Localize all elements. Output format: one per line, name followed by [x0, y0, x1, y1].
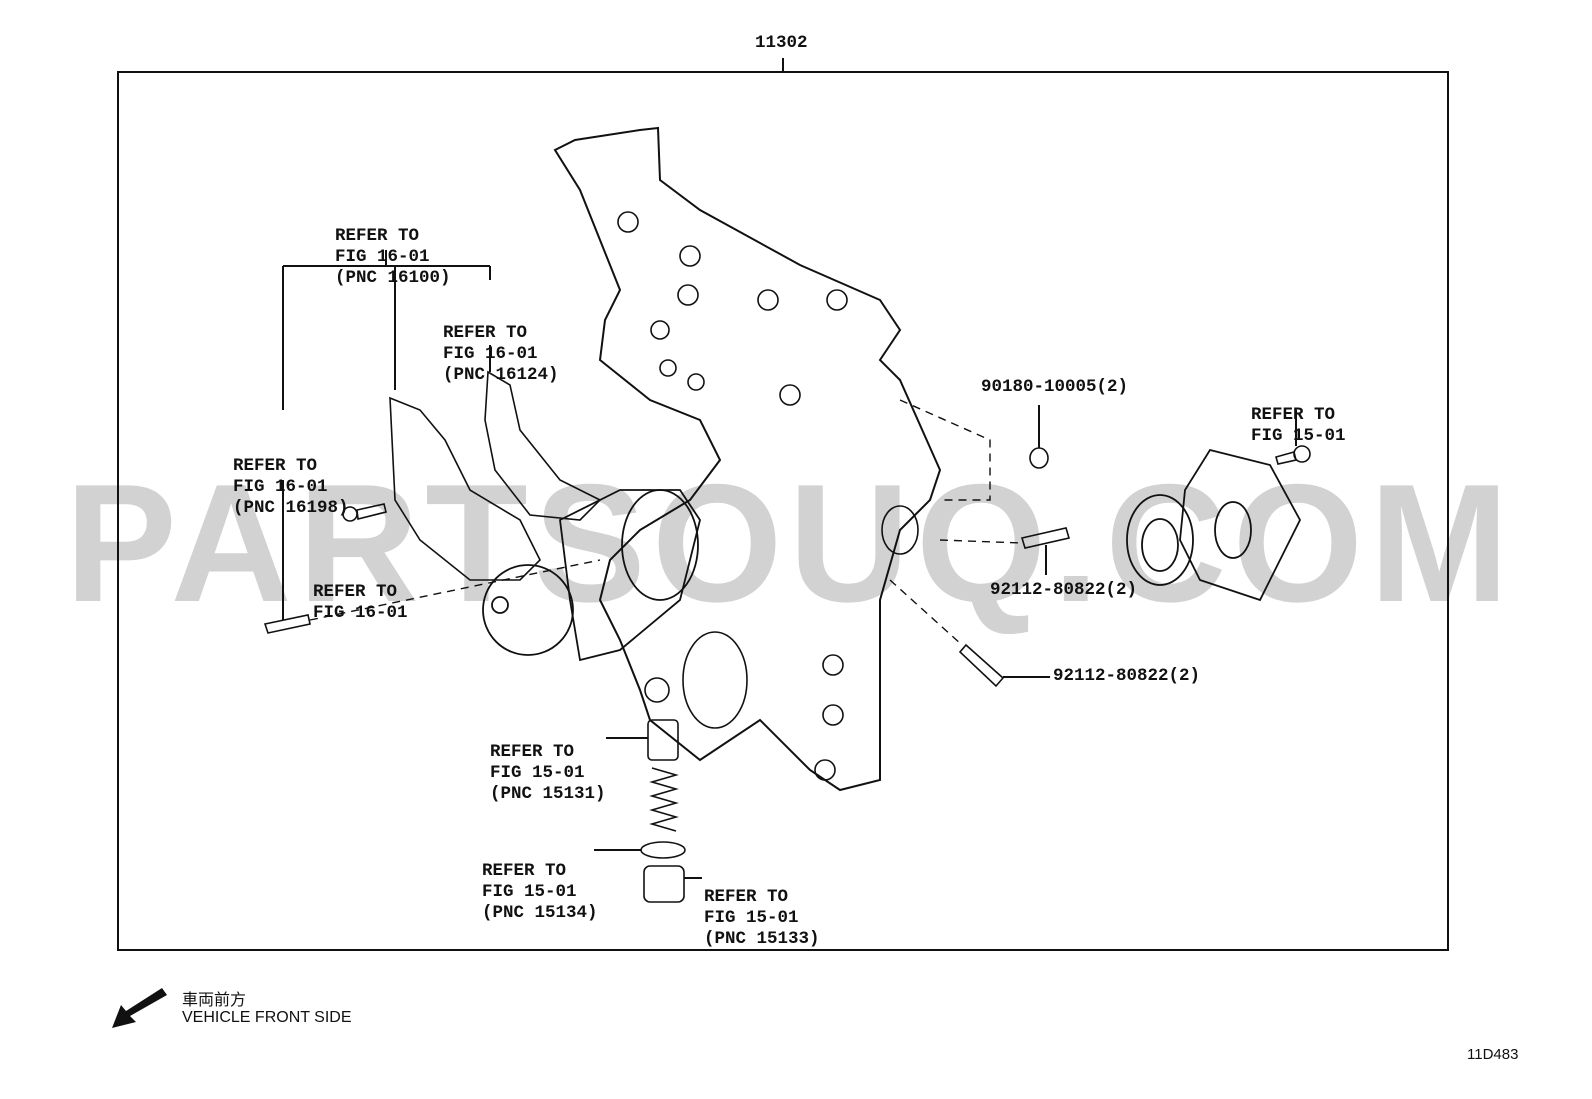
callout-line: (PNC 16198) [233, 498, 349, 518]
figure-code: 11D483 [1467, 1046, 1519, 1063]
callout-line: FIG 16-01 [335, 247, 430, 267]
plug-15133 [643, 865, 685, 903]
stud-right-upper [1020, 527, 1071, 549]
dowel-pin [1029, 447, 1049, 469]
stud-left [263, 614, 311, 634]
label-dowel: 90180-10005(2) [981, 377, 1129, 397]
label-stud-b: 92112-80822(2) [1053, 666, 1201, 686]
assembly-line-stud-left [309, 559, 601, 621]
callout-line: FIG 16-01 [443, 344, 538, 364]
callout-line: REFER TO [704, 887, 789, 907]
orientation-en: VEHICLE FRONT SIDE [182, 1009, 352, 1026]
orientation-jp: 車両前方 [182, 992, 247, 1009]
relief-valve-spring [649, 767, 679, 832]
callout-line: FIG 15-01 [490, 763, 585, 783]
cover-bosses [617, 211, 919, 781]
callout-line: (PNC 15131) [490, 784, 606, 804]
assembly-line-dowel [899, 399, 991, 501]
label-11302: 11302 [755, 33, 808, 53]
callout-line: (PNC 15133) [704, 929, 820, 949]
water-pump [482, 489, 701, 662]
callout-line: REFER TO [313, 582, 398, 602]
callout-line: FIG 16-01 [233, 477, 328, 497]
vehicle-front-arrow-icon [112, 988, 167, 1028]
gasket-15134 [640, 841, 686, 859]
leader-16100 [282, 250, 491, 410]
callout-line: REFER TO [233, 456, 318, 476]
callout-line: REFER TO [482, 861, 567, 881]
bolt-fig16 [342, 503, 387, 522]
callout-line: (PNC 16124) [443, 365, 559, 385]
callout-line: FIG 15-01 [1251, 426, 1346, 446]
callout-line: REFER TO [1251, 405, 1336, 425]
callout-line: REFER TO [490, 742, 575, 762]
callout-line: REFER TO [443, 323, 528, 343]
stud-right-lower [958, 643, 1005, 688]
callout-line: REFER TO [335, 226, 420, 246]
callout-line: FIG 16-01 [313, 603, 408, 623]
callout-line: (PNC 15134) [482, 903, 598, 923]
oil-pump [1126, 448, 1302, 602]
callout-line: FIG 15-01 [704, 908, 799, 928]
timing-chain-cover [553, 126, 942, 792]
label-stud-a: 92112-80822(2) [990, 580, 1138, 600]
callout-line: FIG 15-01 [482, 882, 577, 902]
relief-valve-plunger [647, 719, 679, 761]
gasket-16100 [389, 396, 541, 581]
oil-pump-bolt [1275, 445, 1311, 465]
callout-line: (PNC 16100) [335, 268, 451, 288]
watermark: PARTSOUQ.COM [64, 449, 1516, 637]
gasket-16124 [484, 370, 602, 521]
